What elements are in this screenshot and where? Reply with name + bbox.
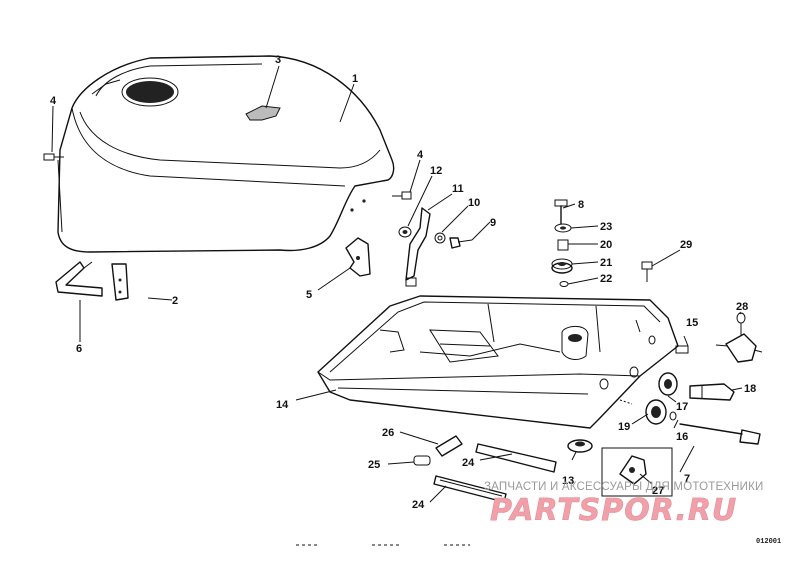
callout-26: 26 (382, 427, 394, 439)
callout-19: 19 (618, 421, 630, 433)
callout-6: 6 (76, 343, 82, 355)
watermark-tagline: ЗАПЧАСТИ И АКСЕССУАРЫ ДЛЯ МОТОТЕХНИКИ (484, 481, 764, 493)
cover-vent-opening (126, 81, 174, 103)
lower-motor-pan (317, 295, 679, 429)
callout-24-upper: 24 (462, 457, 475, 469)
latch-bracket (111, 263, 129, 301)
callout-3: 3 (275, 54, 281, 66)
callout-29: 29 (680, 239, 692, 251)
long-tube-lower (433, 475, 507, 503)
callout-12: 12 (430, 165, 442, 177)
callout-24-lower: 24 (412, 499, 425, 511)
short-tube (435, 435, 463, 457)
callout-11: 11 (452, 183, 464, 195)
callout-5: 5 (306, 289, 312, 301)
callout-2: 2 (172, 295, 178, 307)
latch-hook (55, 261, 103, 297)
cable-grommet (567, 439, 593, 453)
callout-13: 13 (562, 475, 574, 487)
plug (413, 455, 431, 466)
retaining-ring (669, 411, 677, 421)
callout-25: 25 (368, 459, 380, 471)
latch-lever (405, 207, 431, 287)
mount-grommet (551, 258, 573, 274)
callout-4-right: 4 (417, 149, 424, 161)
callout-15: 15 (686, 317, 698, 329)
lever-washer (434, 232, 446, 244)
watermark: ЗАПЧАСТИ И АКСЕССУАРЫ ДЛЯ МОТОТЕХНИКИ PA… (484, 481, 764, 528)
callout-labels: 1 2 3 4 4 5 6 7 8 9 10 11 12 13 14 15 16… (50, 54, 756, 511)
mount-sleeve (557, 239, 569, 251)
lever-bolt (449, 237, 473, 249)
cable-clip-inset (601, 447, 673, 497)
callout-27: 27 (652, 485, 664, 497)
screw-right (392, 191, 412, 200)
shaft-pin (675, 345, 689, 354)
engine-cover-hood (57, 55, 395, 253)
long-tube-upper (475, 443, 557, 473)
watermark-brand-logo: PARTSPOR.RU (490, 493, 737, 528)
shift-handle (689, 383, 735, 401)
callout-7: 7 (684, 473, 690, 485)
screw-left (43, 153, 64, 161)
callout-8: 8 (578, 199, 584, 211)
callout-16: 16 (676, 431, 688, 443)
mount-bolt (554, 199, 568, 225)
latch-spring (398, 226, 412, 238)
callout-18: 18 (744, 383, 756, 395)
callout-22: 22 (600, 273, 612, 285)
alignment-dashes (296, 399, 633, 546)
shift-rod (679, 423, 761, 445)
callout-23: 23 (600, 221, 612, 233)
cover-emblem (245, 105, 281, 121)
pan-screw (641, 261, 653, 282)
callout-21: 21 (600, 257, 612, 269)
fuel-connector (715, 312, 763, 363)
figure-code: 012001 (756, 538, 781, 546)
shaft-grommet (645, 399, 667, 425)
callout-17: 17 (676, 401, 688, 413)
callout-14: 14 (276, 399, 289, 411)
callout-4-left: 4 (50, 95, 57, 107)
callout-9: 9 (490, 217, 496, 229)
mount-nut (559, 281, 569, 287)
latch-plate (345, 237, 371, 277)
leader-lines (51, 65, 743, 503)
shaft-seal (658, 372, 678, 396)
callout-1: 1 (352, 73, 358, 85)
callout-28: 28 (736, 301, 748, 313)
callout-10: 10 (468, 197, 480, 209)
callout-20: 20 (600, 239, 612, 251)
